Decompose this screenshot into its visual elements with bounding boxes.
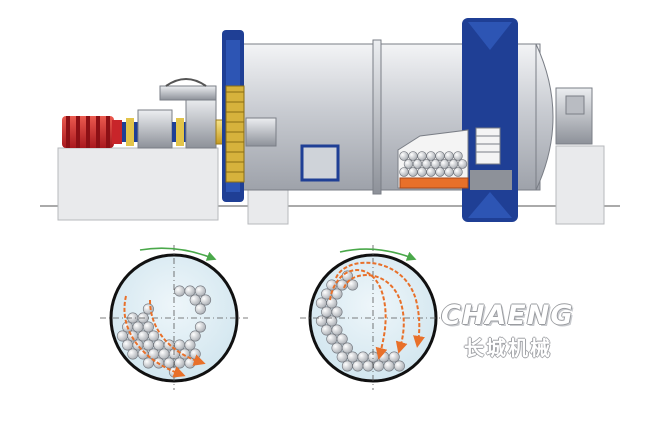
grinding-ball — [331, 288, 343, 300]
grinding-ball — [439, 159, 450, 169]
grinding-ball — [194, 321, 206, 333]
grinding-ball — [352, 360, 364, 372]
company-logo-chinese: 长城机械 — [464, 336, 552, 360]
grinding-ball — [331, 306, 343, 318]
grinding-ball — [347, 279, 359, 291]
cross-section-cascading — [100, 245, 248, 390]
grinding-ball — [341, 342, 353, 354]
grinding-ball — [194, 285, 206, 297]
grinding-ball — [336, 333, 348, 345]
grinding-ball — [403, 159, 414, 169]
grinding-ball — [373, 360, 385, 372]
motor — [62, 116, 122, 148]
grinding-ball — [127, 348, 139, 360]
curved-arrow-icon — [339, 248, 417, 261]
grinding-ball — [444, 167, 454, 177]
grinding-ball — [435, 167, 445, 177]
grinding-ball — [417, 167, 427, 177]
curved-arrow-icon — [139, 247, 217, 261]
grinding-ball — [399, 151, 409, 161]
grinding-ball — [388, 351, 400, 363]
grinding-ball — [326, 297, 338, 309]
grinding-ball — [362, 360, 374, 372]
cross-section-cataracting — [300, 245, 446, 390]
grinding-ball — [331, 324, 343, 336]
grinding-ball — [435, 151, 445, 161]
grinding-ball — [326, 315, 338, 327]
grinding-ball — [142, 339, 154, 351]
grinding-ball — [457, 159, 468, 169]
grinding-ball — [336, 351, 348, 363]
grinding-ball — [153, 339, 165, 351]
grinding-ball — [326, 279, 338, 291]
grinding-ball — [184, 339, 196, 351]
grinding-ball — [200, 294, 212, 306]
grinding-ball — [137, 330, 149, 342]
cutaway-section — [397, 127, 512, 190]
grinding-ball — [421, 159, 432, 169]
grinding-ball — [393, 360, 405, 372]
grinding-ball — [189, 348, 201, 360]
grinding-ball — [341, 360, 353, 372]
grinding-ball — [347, 351, 359, 363]
grinding-ball — [148, 330, 160, 342]
grinding-ball — [315, 297, 327, 309]
grinding-ball — [174, 285, 186, 297]
grinding-ball — [326, 333, 338, 345]
grinding-ball — [430, 159, 441, 169]
company-logo-wordmark: CHAENG — [441, 300, 574, 331]
grinding-ball — [321, 306, 333, 318]
grinding-ball — [189, 330, 201, 342]
grinding-ball — [184, 285, 196, 297]
grinding-ball — [315, 315, 327, 327]
girth-gear — [225, 85, 245, 183]
grinding-ball — [408, 151, 418, 161]
grinding-ball — [174, 357, 186, 369]
grinding-ball — [116, 330, 128, 342]
grinding-ball — [444, 151, 454, 161]
grinding-ball — [189, 294, 201, 306]
grinding-ball — [331, 342, 343, 354]
grinding-ball — [399, 167, 409, 177]
grinding-ball — [194, 303, 206, 315]
grinding-ball — [412, 159, 423, 169]
bearings — [245, 87, 593, 147]
grinding-ball — [453, 167, 463, 177]
grinding-ball — [142, 321, 154, 333]
grinding-ball — [383, 360, 395, 372]
grinding-ball — [448, 159, 459, 169]
grinding-ball — [137, 348, 149, 360]
grinding-ball — [426, 167, 436, 177]
grinding-ball — [122, 339, 134, 351]
grinding-ball — [321, 324, 333, 336]
grinding-ball — [357, 351, 369, 363]
grinding-ball — [453, 151, 463, 161]
grinding-ball — [417, 151, 427, 161]
grinding-ball — [158, 348, 170, 360]
grinding-ball — [408, 167, 418, 177]
grinding-ball — [426, 151, 436, 161]
grinding-ball — [132, 321, 144, 333]
